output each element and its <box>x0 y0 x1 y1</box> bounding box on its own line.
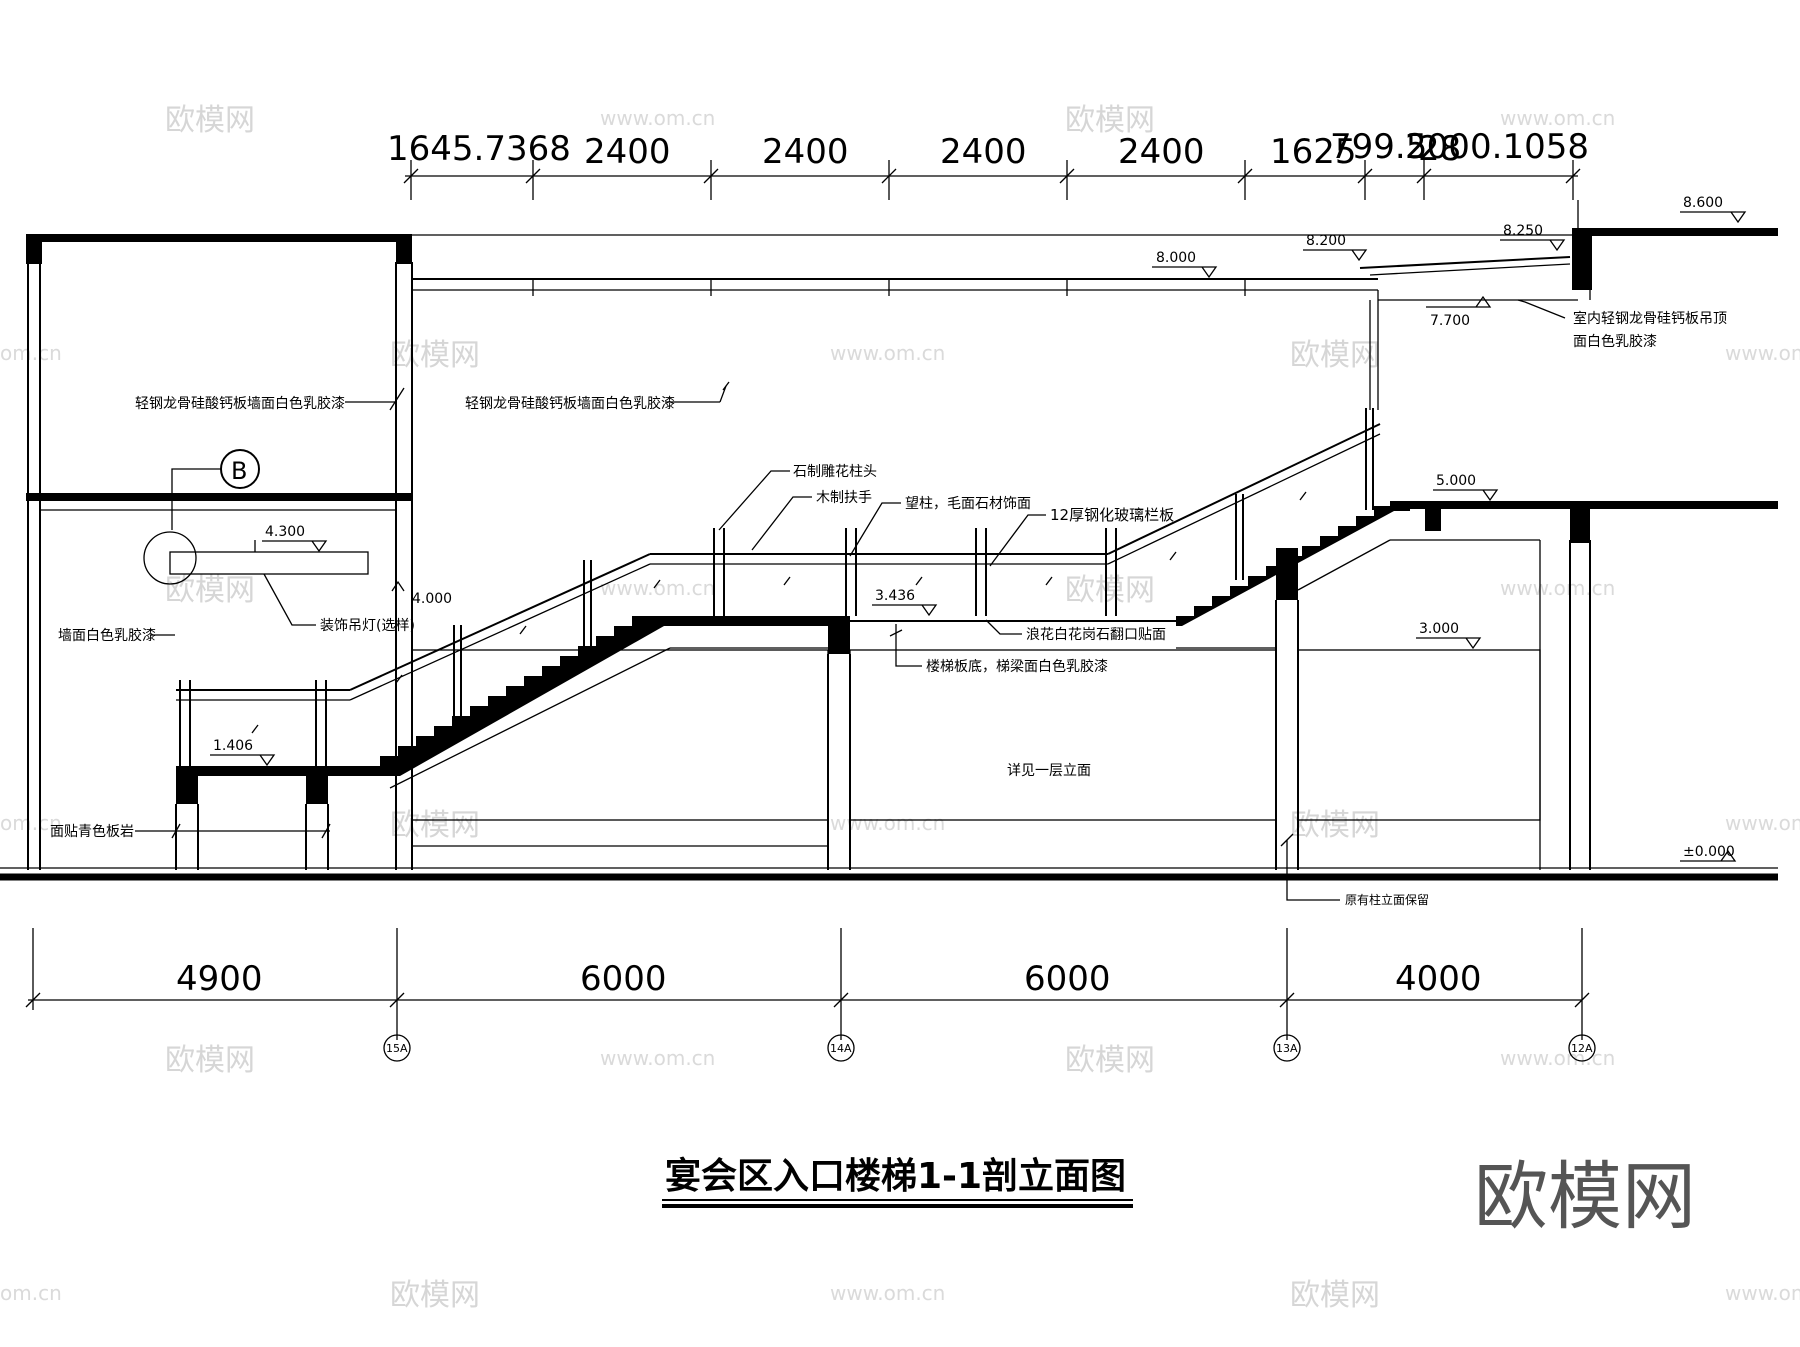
dimension-label: 6000 <box>580 959 667 999</box>
level-3436: 3.436 <box>875 588 915 604</box>
drawing-title: 宴会区入口楼梯1-1剖立面图 <box>665 1155 1126 1197</box>
watermark-url: www.om.cn <box>830 341 945 365</box>
note-ceiling-1: 室内轻钢龙骨硅钙板吊顶 <box>1573 310 1727 327</box>
dimension-label: 2400 <box>940 132 1027 172</box>
level-8250: 8.250 <box>1503 223 1543 239</box>
note-see-elevation: 详见一层立面 <box>1007 763 1091 779</box>
watermark: 欧模网 <box>1065 1043 1155 1078</box>
dimension-label: 1625 <box>1270 132 1357 172</box>
level-5000: 5.000 <box>1436 473 1476 489</box>
top-dimension-chain: 1645.7368 2400 2400 2400 2400 1625 799.5… <box>387 127 1589 200</box>
dimension-label: 6000 <box>1024 959 1111 999</box>
note-wall-paint: 墙面白色乳胶漆 <box>58 627 156 644</box>
note-stone-post-head: 石制雕花柱头 <box>793 464 877 480</box>
level-7700: 7.700 <box>1430 313 1470 329</box>
railing <box>176 381 1381 766</box>
watermark: 欧模网 <box>1065 103 1155 138</box>
detail-callout: B <box>143 449 369 585</box>
dimension-label: 28 <box>1418 129 1461 169</box>
watermark: 欧模网 <box>165 1043 255 1078</box>
note-wall-left: 轻钢龙骨硅酸钙板墙面白色乳胶漆 <box>135 395 345 412</box>
callout-label: B <box>231 457 247 485</box>
watermark: 欧模网 <box>1065 573 1155 608</box>
drawing-title-block: 宴会区入口楼梯1-1剖立面图 <box>662 1155 1133 1208</box>
level-4300: 4.300 <box>265 524 305 540</box>
dimension-label: 2400 <box>584 132 671 172</box>
watermark-url: om.cn <box>0 341 62 365</box>
watermark-layer: 欧模网 www.om.cn 欧模网 www.om.cn om.cn 欧模网 ww… <box>0 103 1800 1313</box>
dimension-label: 2400 <box>762 132 849 172</box>
note-ceiling-2: 面白色乳胶漆 <box>1573 333 1657 350</box>
level-8600: 8.600 <box>1683 195 1723 211</box>
watermark: 欧模网 <box>390 338 480 373</box>
dimension-label: 0.1058 <box>1470 127 1589 167</box>
watermark-url: www.om.cn <box>1500 106 1615 130</box>
watermark-url: om.cn <box>0 1281 62 1305</box>
dimension-ticks <box>403 160 1581 200</box>
brand-logo: 欧模网 <box>1474 1154 1696 1240</box>
level-8000: 8.000 <box>1156 250 1196 266</box>
dimension-label: 2400 <box>1118 132 1205 172</box>
annotations: 轻钢龙骨硅酸钙板墙面白色乳胶漆 轻钢龙骨硅酸钙板墙面白色乳胶漆 室内轻钢龙骨硅钙… <box>50 299 1727 907</box>
watermark-url: www.om.cn <box>600 1046 715 1070</box>
level-4000: 4.000 <box>412 591 452 607</box>
watermark-url: www.om.cn <box>830 811 945 835</box>
level-3000: 3.000 <box>1419 621 1459 637</box>
axis-label: 12A <box>1571 1042 1593 1055</box>
watermark-url: www.om.cn <box>600 106 715 130</box>
level-0000: ±0.000 <box>1683 844 1735 860</box>
level-1406: 1.406 <box>213 738 253 754</box>
dimension-label: 1645.7368 <box>387 129 571 169</box>
dimension-label: 200 <box>1405 127 1470 167</box>
watermark-url: www.om.cn <box>1500 1046 1615 1070</box>
note-glass-rail: 12厚钢化玻璃栏板 <box>1050 506 1174 524</box>
dimension-label: 799.5 <box>1330 127 1427 167</box>
watermark: 欧模网 <box>165 103 255 138</box>
watermark-url: www.om.cn <box>1725 1281 1800 1305</box>
axis-label: 13A <box>1276 1042 1298 1055</box>
watermark: 欧模网 <box>390 1278 480 1313</box>
axis-label: 14A <box>830 1042 852 1055</box>
dimension-label: 4900 <box>176 959 263 999</box>
note-slate: 面贴青色板岩 <box>50 823 134 840</box>
note-wood-handrail: 木制扶手 <box>816 490 872 506</box>
building-structure <box>0 200 1778 881</box>
watermark: 欧模网 <box>1290 1278 1380 1313</box>
note-wall-mid: 轻钢龙骨硅酸钙板墙面白色乳胶漆 <box>465 395 675 412</box>
note-post-finish: 望柱，毛面石材饰面 <box>905 496 1031 512</box>
watermark: 欧模网 <box>1290 338 1380 373</box>
watermark-url: om.cn <box>0 811 62 835</box>
dimension-label: 4000 <box>1395 959 1482 999</box>
axis-label: 15A <box>386 1042 408 1055</box>
watermark-url: www.om.cn <box>1725 341 1800 365</box>
watermark-url: www.om.cn <box>1725 811 1800 835</box>
note-keep-column: 原有柱立面保留 <box>1345 892 1429 907</box>
note-stair-soffit: 楼梯板底，梯梁面白色乳胶漆 <box>926 658 1108 675</box>
level-markers: 8.600 8.250 8.200 8.000 7.700 5.000 4.30… <box>210 195 1747 862</box>
watermark: 欧模网 <box>390 808 480 843</box>
watermark-url: www.om.cn <box>1500 576 1615 600</box>
note-granite-edge: 浪花白花岗石翻口贴面 <box>1026 627 1166 643</box>
bottom-dimension-chain: 4900 6000 6000 4000 <box>25 928 1590 1040</box>
watermark-url: www.om.cn <box>830 1281 945 1305</box>
level-8200: 8.200 <box>1306 233 1346 249</box>
lower-panels <box>411 649 1541 847</box>
watermark: 欧模网 <box>165 573 255 608</box>
note-pendant-lamp: 装饰吊灯(选样) <box>320 618 415 634</box>
watermark-url: www.om.cn <box>600 576 715 600</box>
watermark: 欧模网 <box>1290 808 1380 843</box>
axis-bubbles: 15A 14A 13A 12A <box>383 1034 1596 1062</box>
